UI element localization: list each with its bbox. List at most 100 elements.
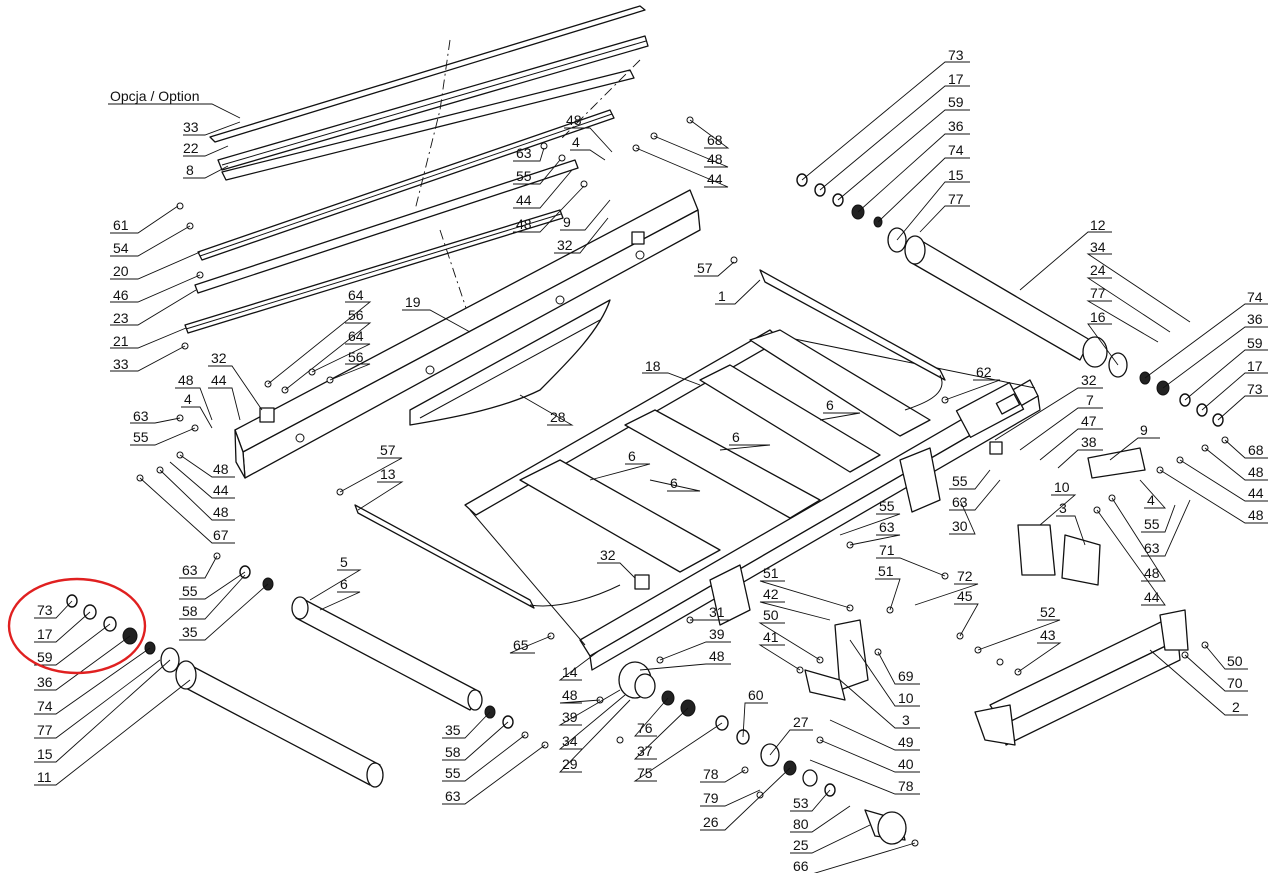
strip-parts-top-left: [184, 5, 649, 334]
part-number-label: 43: [1040, 627, 1056, 643]
part-number-label: 25: [793, 837, 809, 853]
part-number-label: 62: [976, 364, 992, 380]
part-number-label: 76: [637, 720, 653, 736]
part-number-label: 17: [1247, 358, 1263, 374]
part-number-label: 48: [566, 112, 582, 128]
part-number-label: 40: [898, 756, 914, 772]
part-number-label: 48: [562, 687, 578, 703]
part-number-label: 73: [948, 47, 964, 63]
part-number-label: 48: [213, 461, 229, 477]
part-number-label: 17: [948, 71, 964, 87]
part-number-label: 44: [1144, 589, 1160, 605]
part-number-label: 32: [557, 237, 573, 253]
part-number-label: 68: [707, 132, 723, 148]
part-number-label: 65: [513, 637, 529, 653]
part-number-label: 33: [183, 119, 199, 135]
part-number-label: 48: [213, 504, 229, 520]
part-number-label: 23: [113, 310, 129, 326]
part-number-label: 55: [133, 429, 149, 445]
cross-bar: [974, 609, 1189, 746]
part-number-label: 4: [184, 391, 192, 407]
part-number-label: 48: [709, 648, 725, 664]
side-rail-left: [234, 189, 701, 479]
part-number-label: 4: [1147, 492, 1155, 508]
part-number-label: 79: [703, 790, 719, 806]
part-number-label: 44: [1248, 485, 1264, 501]
part-number-label: 48: [178, 372, 194, 388]
part-number-label: 7: [1086, 392, 1094, 408]
part-number-label: 72: [957, 568, 973, 584]
part-number-label: 77: [948, 191, 964, 207]
part-number-label: 63: [1144, 540, 1160, 556]
part-number-label: 57: [697, 260, 713, 276]
part-number-label: 4: [572, 134, 580, 150]
part-number-label: 35: [445, 722, 461, 738]
part-number-label: 39: [562, 709, 578, 725]
part-number-label: 6: [340, 576, 348, 592]
part-number-label: 58: [445, 744, 461, 760]
part-number-label: 32: [211, 350, 227, 366]
part-number-label: 42: [763, 586, 779, 602]
part-number-label: 36: [1247, 311, 1263, 327]
part-number-label: 6: [628, 448, 636, 464]
part-number-label: 48: [1248, 464, 1264, 480]
part-number-label: 48: [707, 151, 723, 167]
part-number-label: 33: [113, 356, 129, 372]
part-number-label: 6: [732, 429, 740, 445]
part-number-label: 15: [948, 167, 964, 183]
part-number-label: 55: [516, 168, 532, 184]
part-number-label: 57: [380, 442, 396, 458]
part-number-label: 32: [600, 547, 616, 563]
part-number-label: 44: [707, 171, 723, 187]
leader-lines: [34, 61, 1268, 873]
part-number-label: 20: [113, 263, 129, 279]
roller-lower-left: [66, 565, 514, 788]
part-number-label: 9: [563, 214, 571, 230]
part-number-label: 54: [113, 240, 129, 256]
part-number-label: 50: [1227, 653, 1243, 669]
part-number-label: 31: [709, 604, 725, 620]
part-number-label: 10: [1054, 479, 1070, 495]
part-number-label: 5: [340, 554, 348, 570]
part-number-label: 55: [182, 583, 198, 599]
part-number-label: 74: [37, 698, 53, 714]
part-number-label: 44: [211, 372, 227, 388]
part-number-label: 77: [1090, 285, 1106, 301]
part-number-label: 16: [1090, 309, 1106, 325]
part-number-label: 36: [37, 674, 53, 690]
part-number-label: 78: [898, 778, 914, 794]
part-number-label: 29: [562, 756, 578, 772]
part-number-label: 35: [182, 624, 198, 640]
part-number-label: 3: [1059, 500, 1067, 516]
part-number-label: 48: [1144, 565, 1160, 581]
part-number-label: 59: [948, 94, 964, 110]
part-number-label: 55: [1144, 516, 1160, 532]
part-number-label: 19: [405, 294, 421, 310]
part-number-label: 64: [348, 328, 364, 344]
part-number-label: 27: [793, 714, 809, 730]
main-frame: [464, 329, 1041, 671]
part-number-label: 80: [793, 816, 809, 832]
part-number-label: 67: [213, 527, 229, 543]
side-rail-right: [955, 382, 1025, 438]
part-number-label: 78: [703, 766, 719, 782]
part-number-label: 48: [1248, 507, 1264, 523]
part-number-label: 63: [952, 494, 968, 510]
brackets: [804, 447, 1146, 701]
part-number-label: 39: [709, 626, 725, 642]
part-number-label: 63: [133, 408, 149, 424]
part-number-label: 36: [948, 118, 964, 134]
part-number-label: 60: [748, 687, 764, 703]
part-number-label: 17: [37, 626, 53, 642]
part-number-label: 44: [213, 482, 229, 498]
part-number-label: 73: [37, 602, 53, 618]
part-number-label: 63: [516, 145, 532, 161]
part-number-label: 51: [878, 563, 894, 579]
part-number-label: 56: [348, 307, 364, 323]
part-number-label: 70: [1227, 675, 1243, 691]
part-number-label: 63: [182, 562, 198, 578]
part-number-label: 18: [645, 358, 661, 374]
part-number-label: 34: [1090, 239, 1106, 255]
part-number-label: 37: [637, 743, 653, 759]
part-number-label: 15: [37, 746, 53, 762]
